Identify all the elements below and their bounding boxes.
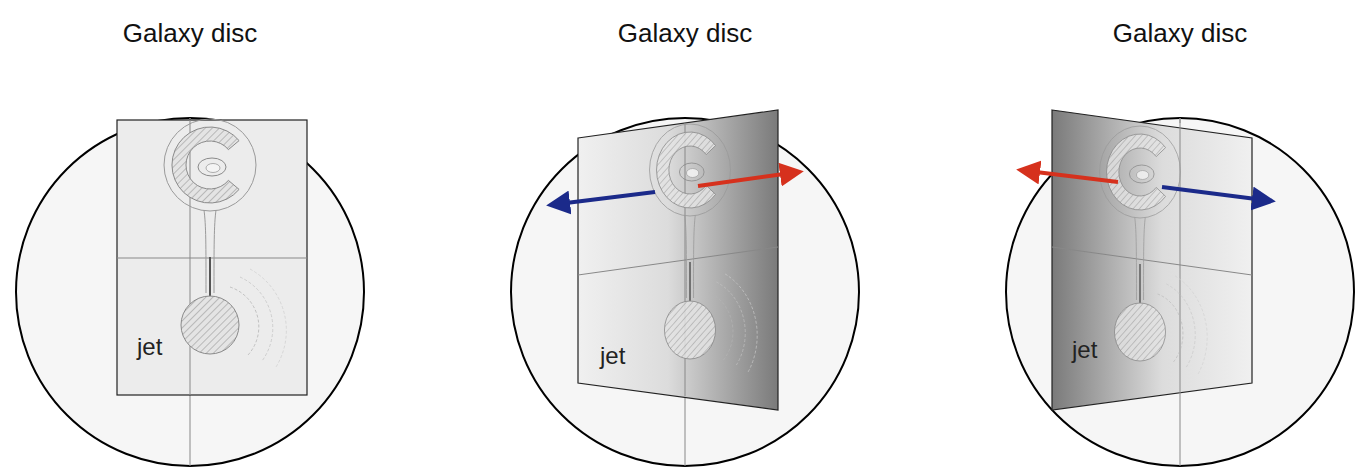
jet-label: jet — [600, 342, 625, 370]
jet-panel: jet — [117, 120, 307, 395]
jet-panel: jet — [1052, 110, 1252, 410]
disc-title: Galaxy disc — [1005, 18, 1355, 49]
jet-label: jet — [137, 333, 162, 361]
disc-title: Galaxy disc — [15, 18, 365, 49]
galaxy-disc: Galaxy disc jet — [510, 18, 860, 468]
jet-label: jet — [1072, 336, 1097, 364]
galaxy-disc: Galaxy disc jet — [1005, 18, 1355, 468]
disc-title: Galaxy disc — [510, 18, 860, 49]
galaxy-disc: Galaxy disc jet — [15, 18, 365, 468]
jet-panel: jet — [578, 110, 778, 410]
